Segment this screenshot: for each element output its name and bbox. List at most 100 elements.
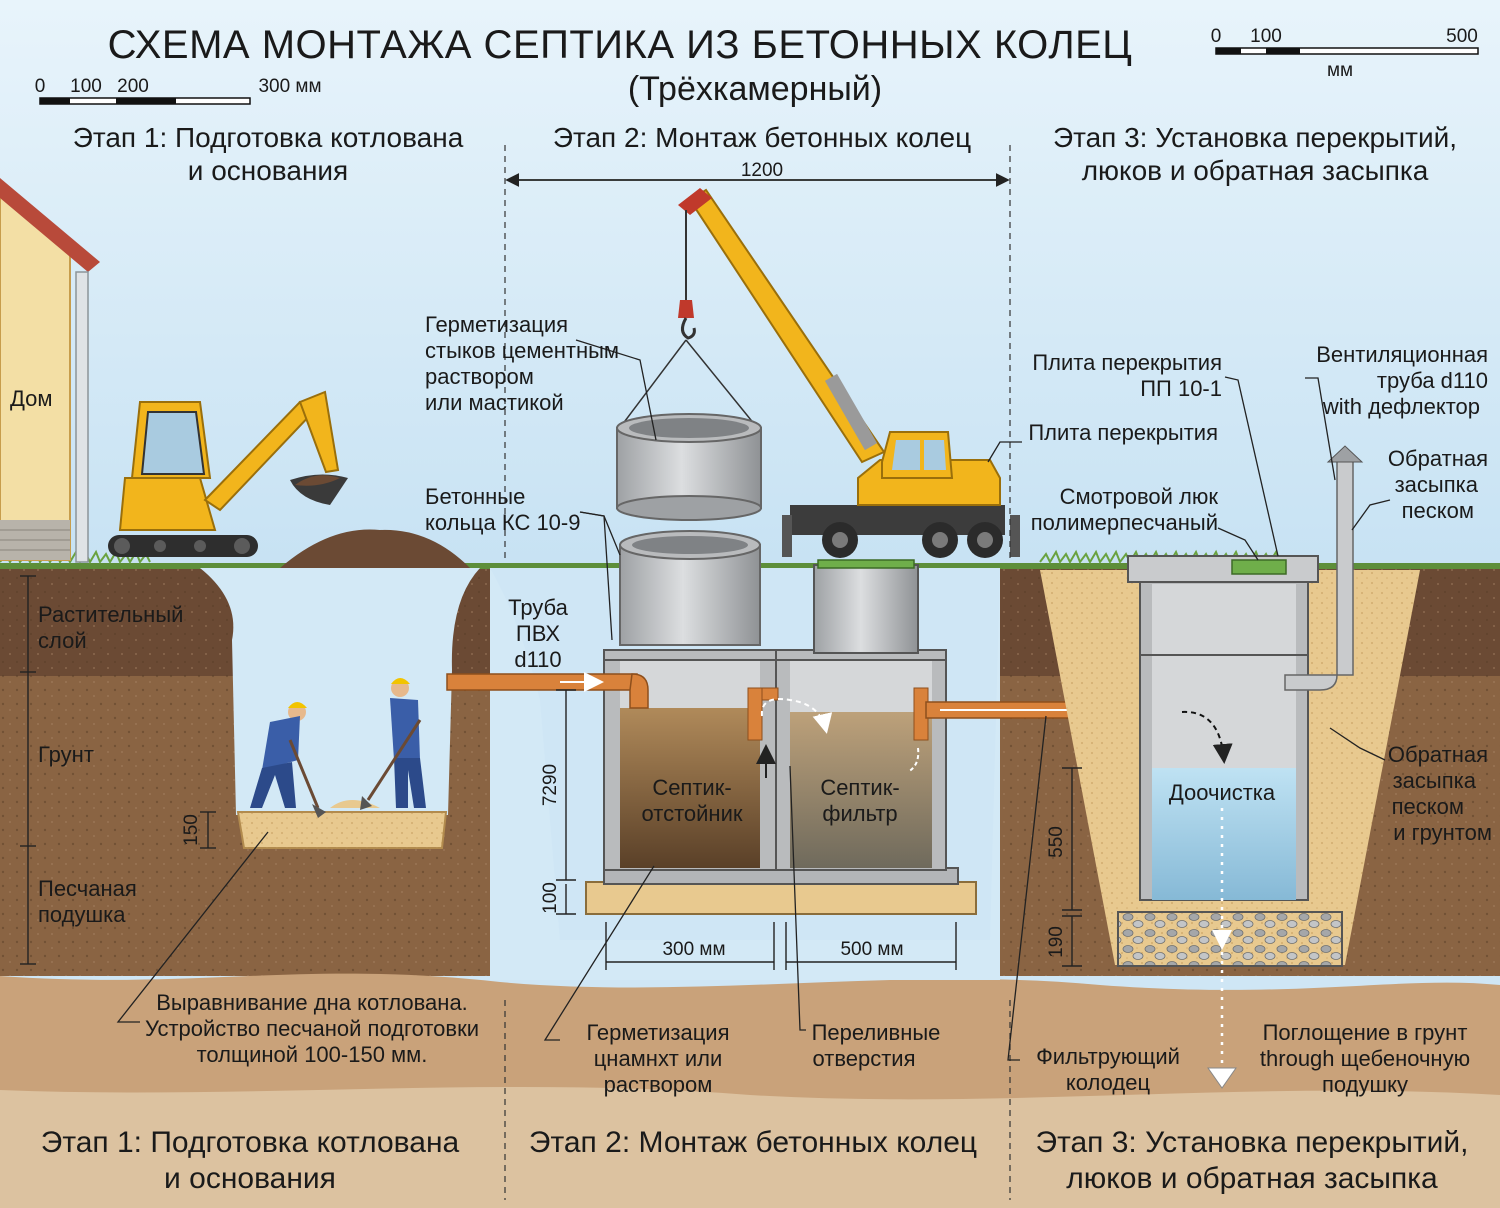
- dim-chamber2-width: 500 мм: [840, 939, 903, 960]
- inlet-pipe: [446, 672, 649, 709]
- label-pipe-line2: ПВХ: [516, 621, 561, 646]
- label-rings-line2: кольца КС 10-9: [425, 510, 580, 535]
- stage3-title-top-line1: Этап 3: Установка перекрытий,: [1053, 122, 1457, 153]
- label-sealing-top-line2: стыков цементным: [425, 338, 619, 363]
- label-pipe-line3: d110: [514, 647, 561, 672]
- label-vent-line2: труба d110: [1377, 368, 1488, 393]
- dim-gravel-height: 190: [1046, 926, 1067, 958]
- page-title: СХЕМА МОНТАЖА СЕПТИКА ИЗ БЕТОННЫХ КОЛЕЦ: [108, 23, 1133, 67]
- label-chamber1-line1: Септик-: [652, 775, 731, 800]
- label-hatch-line1: Смотровой люк: [1060, 484, 1219, 509]
- label-backfill-mix-line2: засыпка: [1393, 768, 1477, 793]
- stage3-title-bottom-line1: Этап 3: Установка перекрытий,: [1036, 1126, 1469, 1159]
- septic-chambers: [585, 559, 977, 915]
- mobile-crane: [621, 188, 1020, 558]
- cover-slab: [1127, 555, 1319, 583]
- stage3-pit: [1040, 445, 1420, 1089]
- label-overflow-line2: отверстия: [812, 1046, 915, 1071]
- label-slab: Плита перекрытия: [1028, 420, 1218, 445]
- scale-left-tick-2: 200: [117, 76, 149, 97]
- stage1-pit: [200, 568, 480, 849]
- scale-left-tick-3: 300 мм: [258, 76, 321, 97]
- label-leveling-line1: Выравнивание дна котлована.: [156, 990, 468, 1015]
- stage2-title-bottom: Этап 2: Монтаж бетонных колец: [529, 1126, 977, 1159]
- mini-excavator: [108, 390, 348, 557]
- label-backfill-sand-line1: Обратная: [1388, 446, 1488, 471]
- label-chamber3: Доочистка: [1169, 780, 1276, 805]
- label-sand-line1: Песчаная: [38, 876, 137, 901]
- label-pipe-line1: Труба: [508, 595, 569, 620]
- label-topsoil-line1: Растительный: [38, 602, 183, 627]
- hatch: [1231, 559, 1287, 575]
- stage-separators: [504, 145, 1011, 1200]
- scale-right-tick-0: 0: [1211, 26, 1222, 47]
- scale-left-tick-0: 0: [35, 76, 46, 97]
- label-rings-line1: Бетонные: [425, 484, 525, 509]
- scale-right-unit: мм: [1327, 60, 1353, 81]
- label-absorption-line2: through щебеночную: [1260, 1046, 1470, 1071]
- soil-mound: [280, 529, 470, 568]
- label-leveling-line2: Устройство песчаной подготовки: [145, 1016, 479, 1041]
- dim-pit-sand: 150: [181, 814, 202, 846]
- page-subtitle: (Трёхкамерный): [628, 70, 882, 108]
- stage1-title-bottom-line1: Этап 1: Подготовка котлована: [41, 1126, 460, 1159]
- label-vent-line3: with дефлектор: [1322, 394, 1480, 419]
- label-backfill-mix-line3: песком: [1392, 794, 1464, 819]
- sand-base: [585, 881, 977, 915]
- dim-base-thickness: 100: [540, 882, 561, 914]
- scale-left-tick-1: 100: [70, 76, 102, 97]
- dimension-lines: [20, 173, 1082, 970]
- label-slab-pp-line2: ПП 10-1: [1140, 376, 1222, 401]
- label-sealing-bottom-line2: цнамнхт или: [594, 1046, 723, 1071]
- dim-well-height: 550: [1046, 826, 1067, 858]
- scale-right-tick-1: 100: [1250, 26, 1282, 47]
- label-leveling-line3: толщиной 100-150 мм.: [197, 1042, 428, 1067]
- vent-pipe: [1336, 459, 1354, 676]
- label-sealing-bottom-line3: раствором: [604, 1072, 713, 1097]
- upper-ring-chamber1: [619, 530, 761, 646]
- stage3-title-top-line2: люков и обратная засыпка: [1082, 155, 1429, 186]
- scale-left: 0 100 200 300 мм: [35, 76, 322, 105]
- house: [0, 178, 100, 563]
- label-house: Дом: [10, 386, 53, 411]
- label-sealing-top-line1: Герметизация: [425, 312, 568, 337]
- water-chamber3: [1152, 768, 1296, 900]
- label-chamber2-line2: фильтр: [822, 801, 897, 826]
- label-sealing-top-line3: раствором: [425, 364, 534, 389]
- stage3-title-bottom-line2: люков и обратная засыпка: [1066, 1162, 1438, 1195]
- downpipe: [75, 271, 89, 563]
- label-backfill-mix-line4: и грунтом: [1393, 820, 1492, 845]
- label-backfill-sand-line3: песком: [1402, 498, 1474, 523]
- hanging-concrete-ring: [616, 413, 762, 521]
- gravel-cushion: [1117, 911, 1343, 967]
- sewage-chamber1: [620, 708, 760, 868]
- label-backfill-mix-line1: Обратная: [1388, 742, 1488, 767]
- label-slab-pp-line1: Плита перекрытия: [1032, 350, 1222, 375]
- label-hatch-line2: полимерпесчаный: [1031, 510, 1218, 535]
- label-filter-well-line1: Фильтрующий: [1036, 1044, 1180, 1069]
- leader-lines: [116, 339, 1391, 1061]
- label-vent-line1: Вентиляционная: [1316, 342, 1488, 367]
- label-overflow-line1: Переливные: [812, 1020, 941, 1045]
- dim-span-top: 1200: [741, 160, 783, 181]
- stage1-title-top-line1: Этап 1: Подготовка котлована: [73, 122, 464, 153]
- label-chamber2-line1: Септик-: [820, 775, 899, 800]
- stage1-title-bottom-line2: и основания: [164, 1162, 336, 1195]
- scale-right: 0 100 500 мм: [1211, 26, 1479, 81]
- scale-right-tick-2: 500: [1446, 26, 1478, 47]
- label-sand-line2: подушка: [38, 902, 126, 927]
- label-topsoil-line2: слой: [38, 628, 87, 653]
- label-filter-well-line2: колодец: [1066, 1070, 1151, 1095]
- label-absorption-line1: Поглощение в грунт: [1263, 1020, 1468, 1045]
- workers: [250, 678, 426, 818]
- label-soil: Грунт: [38, 742, 94, 767]
- dim-chamber1-width: 300 мм: [662, 939, 725, 960]
- sewage-chamber2: [790, 712, 932, 868]
- label-backfill-sand-line2: засыпка: [1395, 472, 1479, 497]
- stage1-title-top-line2: и основания: [188, 155, 348, 186]
- label-sealing-top-line4: или мастикой: [425, 390, 564, 415]
- label-sealing-bottom-line1: Герметизация: [586, 1020, 729, 1045]
- stage2-title-top: Этап 2: Монтаж бетонных колец: [553, 122, 971, 153]
